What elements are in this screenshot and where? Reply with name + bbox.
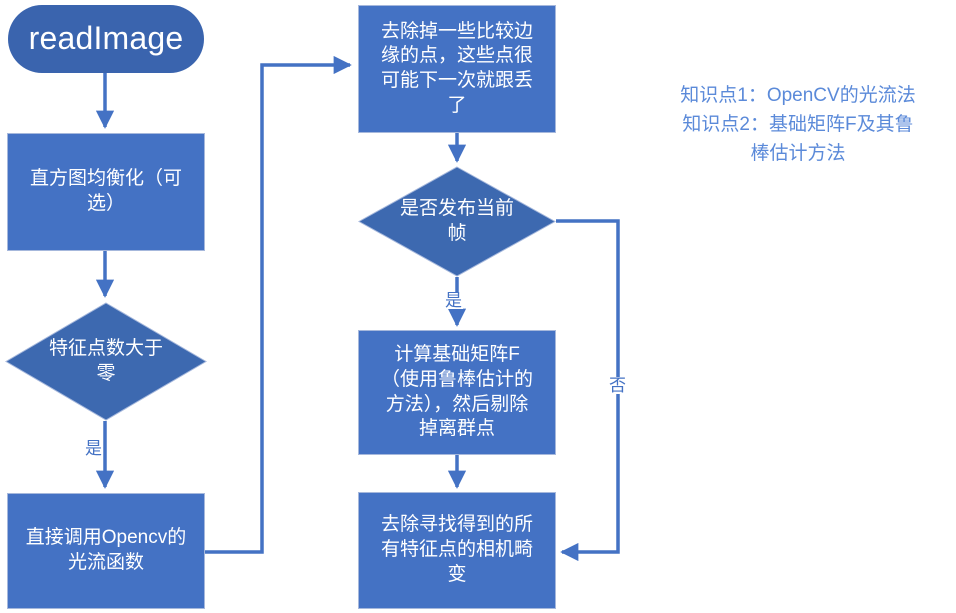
node-feature-count-label: 特征点数大于 零 xyxy=(48,337,163,384)
node-remove-edge-points[interactable]: 去除掉一些比较边 缘的点，这些点很 可能下一次就跟丢 了 xyxy=(358,5,556,133)
node-remove-edge-points-label: 去除掉一些比较边 缘的点，这些点很 可能下一次就跟丢 了 xyxy=(380,20,533,116)
diamond-shape xyxy=(5,302,207,421)
node-undistort-label: 去除寻找得到的所 有特征点的相机畸 变 xyxy=(380,514,533,585)
node-feature-count-decision[interactable]: 特征点数大于 零 xyxy=(5,302,207,421)
node-fundamental-matrix-label: 计算基础矩阵F （使用鲁棒估计的 方法），然后剔除 掉离群点 xyxy=(380,344,533,440)
edge-label-publish-no: 否 xyxy=(608,376,627,395)
node-undistort-features[interactable]: 去除寻找得到的所 有特征点的相机畸 变 xyxy=(358,492,556,609)
node-histogram-equalization[interactable]: 直方图均衡化（可 选） xyxy=(7,133,205,251)
node-opencv-optical-flow[interactable]: 直接调用Opencv的 光流函数 xyxy=(7,493,205,609)
node-fundamental-matrix[interactable]: 计算基础矩阵F （使用鲁棒估计的 方法），然后剔除 掉离群点 xyxy=(358,330,556,455)
node-publish-frame-decision[interactable]: 是否发布当前 帧 xyxy=(358,166,556,277)
node-publish-frame-label: 是否发布当前 帧 xyxy=(399,197,514,244)
node-opencv-label: 直接调用Opencv的 光流函数 xyxy=(25,527,187,573)
node-start-read-image[interactable]: readImage xyxy=(8,5,204,73)
diamond-shape xyxy=(358,166,556,277)
node-start-label: readImage xyxy=(28,20,184,57)
knowledge-points-note: 知识点1：OpenCV的光流法 知识点2：基础矩阵F及其鲁 棒估计方法 xyxy=(680,85,916,164)
edge-label-feature-yes: 是 xyxy=(84,439,103,458)
edge-label-publish-yes: 是 xyxy=(444,291,463,310)
node-histogram-label: 直方图均衡化（可 选） xyxy=(29,168,182,214)
edge-opencv-to-remove-edge-points xyxy=(205,55,352,554)
